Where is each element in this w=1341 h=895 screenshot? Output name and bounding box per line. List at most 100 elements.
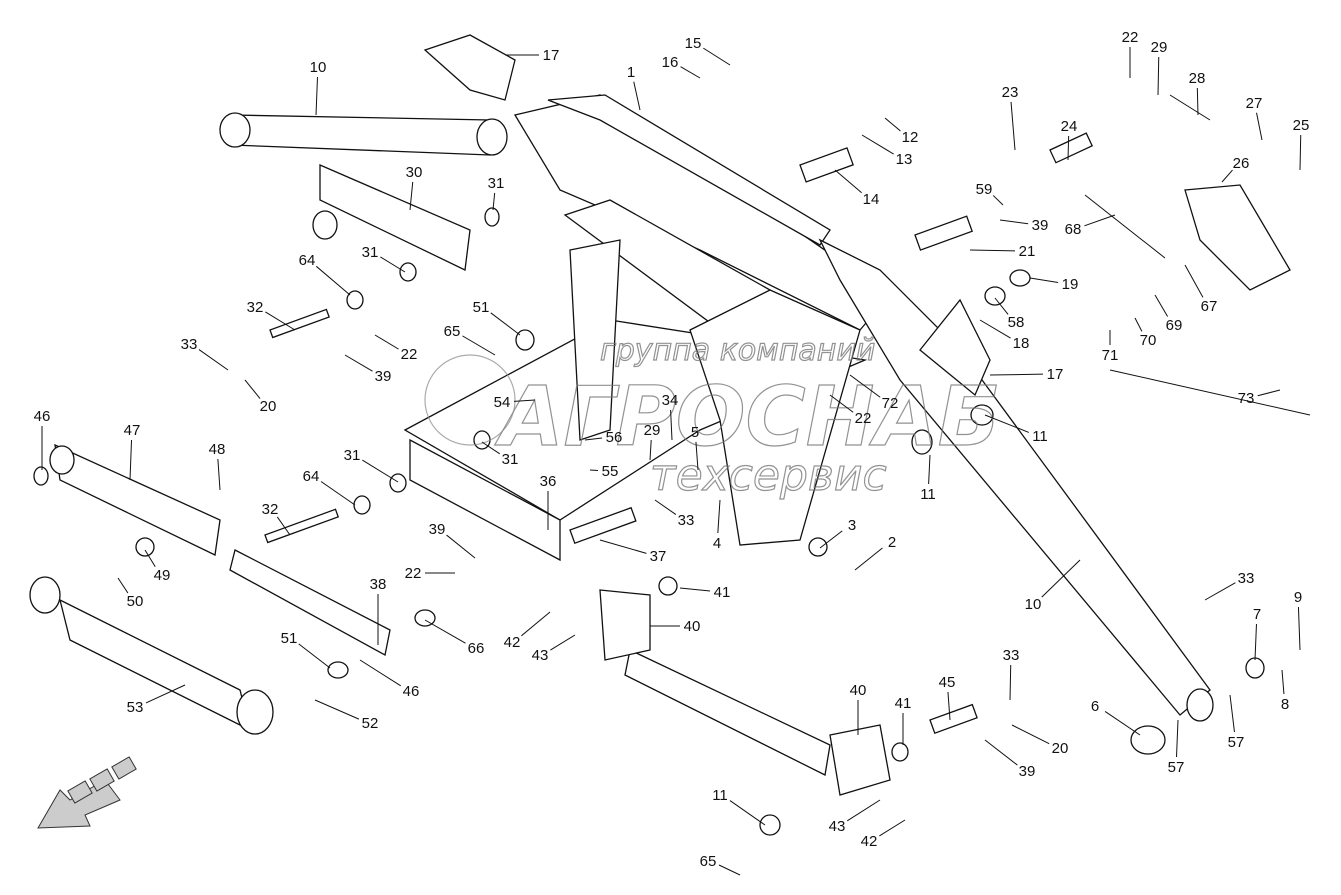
callout-number: 13	[896, 151, 913, 168]
callout-number: 56	[606, 429, 623, 446]
callout: 40	[850, 682, 867, 735]
link-38	[229, 549, 391, 656]
callout-number: 46	[403, 683, 420, 700]
callout-number: 43	[829, 818, 846, 835]
leader-line	[1010, 101, 1016, 151]
callout-number: 31	[362, 244, 379, 261]
leader-line	[314, 699, 360, 720]
callout-number: 22	[855, 410, 872, 427]
callout-number: 40	[684, 618, 701, 635]
callout: 22	[829, 394, 872, 427]
callout: 47	[124, 422, 140, 481]
callout-number: 10	[310, 59, 327, 76]
leader-line	[854, 547, 883, 571]
callout-number: 6	[1091, 698, 1099, 715]
callout: 46	[34, 408, 50, 470]
callout: 3	[819, 517, 856, 549]
arrow-down-left-icon	[37, 756, 137, 829]
callout-number: 11	[920, 486, 936, 503]
callout-number: 16	[662, 54, 679, 71]
callout-number: 40	[850, 682, 867, 699]
callout-number: 2	[888, 534, 896, 551]
callout-number: 30	[406, 164, 423, 181]
callout: 58	[994, 297, 1024, 331]
leader-line	[1084, 214, 1116, 227]
leader-line	[1204, 582, 1236, 601]
leader-line	[1176, 719, 1179, 758]
callout: 73	[1238, 389, 1281, 407]
leader-line	[695, 441, 699, 471]
leader-line	[1157, 56, 1160, 96]
callout: 17	[505, 47, 559, 64]
callout: 57	[1168, 719, 1184, 776]
callout: 36	[540, 473, 557, 530]
callout: 28	[1189, 70, 1205, 116]
leader-line	[424, 619, 466, 644]
callout: 16	[662, 54, 701, 79]
leader-line	[462, 335, 496, 356]
leader-line	[276, 516, 291, 536]
callout-number: 31	[502, 451, 519, 468]
watermark: группа компаний АГРОСНАБ техсервис	[424, 332, 1001, 502]
callout: 27	[1246, 95, 1263, 141]
leader-line	[217, 458, 221, 491]
callout: 55	[589, 463, 618, 480]
callout-number: 23	[1002, 84, 1019, 101]
leader-line	[198, 349, 229, 371]
callout: 22	[374, 334, 417, 363]
callout: 9	[1294, 589, 1302, 651]
callout-number: 11	[1032, 428, 1048, 445]
leader-line	[654, 499, 677, 515]
callout: 25	[1293, 117, 1309, 171]
leader-line	[969, 249, 1016, 252]
spring	[624, 649, 831, 776]
beam-30	[312, 164, 471, 271]
leader-line	[849, 374, 881, 398]
callout-number: 37	[650, 548, 667, 565]
callout: 10	[1025, 559, 1081, 613]
callout-number: 57	[1228, 734, 1245, 751]
leader-line	[481, 441, 501, 455]
callout-number: 36	[540, 473, 557, 490]
leader-line	[409, 181, 414, 211]
callout-number: 32	[262, 501, 279, 518]
callout-number: 9	[1294, 589, 1302, 606]
callout: 33	[181, 336, 229, 371]
leader-line	[729, 800, 766, 826]
leader-line	[550, 634, 576, 651]
callout: 20	[1011, 724, 1068, 757]
callout-number: 64	[299, 252, 316, 269]
leader-line	[947, 691, 951, 721]
leader-line	[1297, 606, 1301, 651]
leader-line	[834, 169, 862, 194]
callout-number: 5	[691, 424, 699, 441]
leader-line	[513, 399, 536, 402]
callout-number: 14	[863, 191, 880, 208]
callout-number: 22	[1122, 29, 1139, 46]
callout-number: 43	[532, 647, 549, 664]
callout-number: 39	[1019, 763, 1036, 780]
leader-line	[989, 373, 1044, 376]
callout-number: 26	[1233, 155, 1250, 172]
callout: 33	[654, 499, 694, 529]
leader-line	[492, 192, 496, 211]
callout-number: 66	[468, 640, 485, 657]
callout-number: 32	[247, 299, 264, 316]
callout: 18	[979, 319, 1029, 352]
leader-line	[984, 414, 1029, 433]
callout-number: 64	[303, 468, 320, 485]
callout-number: 11	[712, 787, 728, 804]
callout-number: 42	[861, 833, 878, 850]
callout-number: 33	[1238, 570, 1255, 587]
callout: 32	[247, 299, 296, 331]
callout: 21	[969, 243, 1035, 260]
leader-line	[584, 437, 603, 441]
callout-number: 67	[1201, 298, 1218, 315]
callout-number: 73	[1238, 390, 1255, 407]
callout: 20	[244, 379, 276, 415]
callout-number: 24	[1061, 118, 1078, 135]
leader-line	[521, 611, 551, 637]
